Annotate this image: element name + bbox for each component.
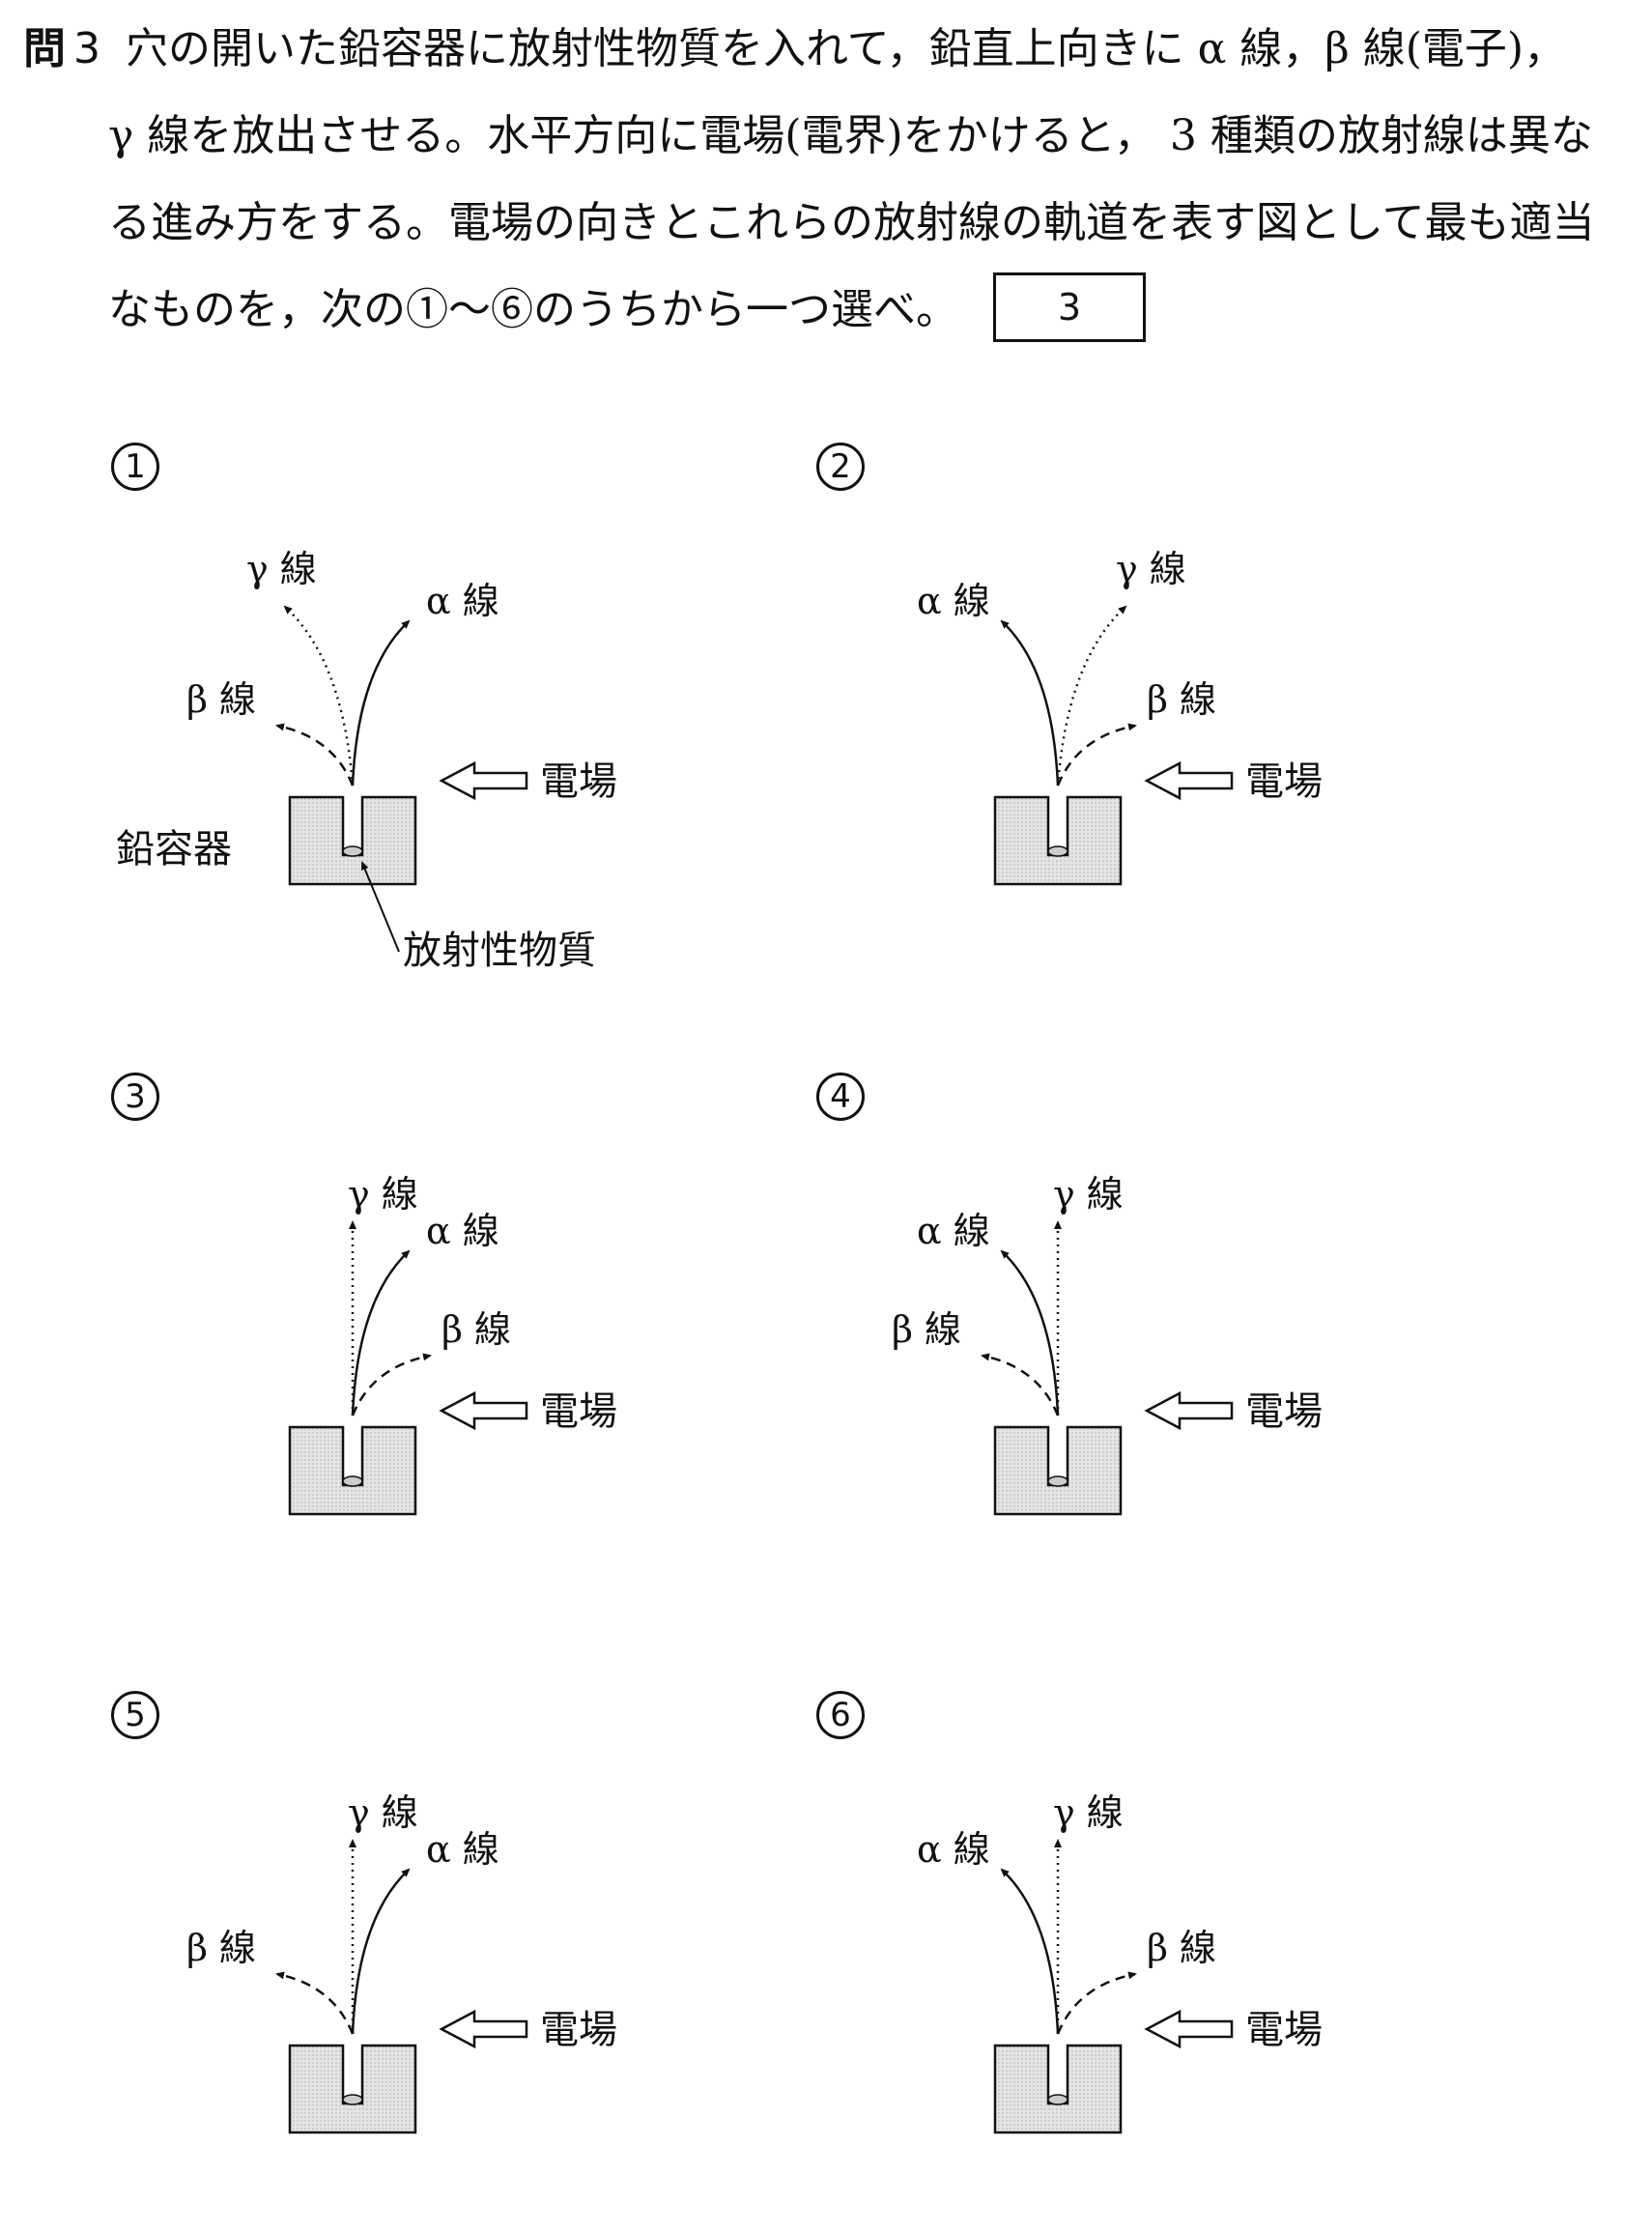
question-line-2: γ 線を放出させる。水平方向に電場(電界)をかけると， 3 種類の放射線は異な	[108, 111, 1593, 160]
field-label: 電場	[1245, 2008, 1323, 2052]
alpha-ray-path	[351, 1249, 411, 1416]
container-label: 鉛容器	[116, 827, 232, 872]
field-arrow	[1144, 1390, 1234, 1431]
beta-ray-path	[981, 1353, 1060, 1416]
field-arrow	[439, 1390, 528, 1431]
option-number: 2	[816, 443, 865, 491]
alpha-ray-path	[351, 619, 411, 787]
radioactive-substance	[342, 845, 363, 857]
field-label: 電場	[1245, 759, 1323, 804]
field-arrow	[1144, 2009, 1234, 2049]
radiation-diagram: γ 線α 線 β 線電場	[288, 1173, 617, 1516]
lead-container	[993, 2044, 1123, 2134]
lead-container	[288, 2044, 417, 2134]
alpha-ray-path	[1000, 1868, 1060, 2035]
option-6[interactable]: 6 γ 線 α 線 β 線電場	[816, 1691, 1493, 2232]
radioactive-substance	[1047, 1475, 1068, 1487]
option-4[interactable]: 4 γ 線 α 線 β 線電場	[816, 1073, 1493, 1614]
beta-ray-label: β 線	[892, 1308, 961, 1351]
beta-ray-path	[351, 1353, 432, 1416]
gamma-ray-path	[1056, 605, 1127, 787]
beta-ray-label: β 線	[1147, 1927, 1216, 1969]
field-label: 電場	[540, 1389, 617, 1434]
lead-container	[288, 795, 417, 886]
gamma-ray-path	[283, 605, 355, 787]
radioactive-substance	[342, 1475, 363, 1487]
radiation-diagram: γ 線 α 線 β 線電場	[917, 1791, 1323, 2134]
field-label: 電場	[1245, 1389, 1323, 1434]
option-number: 1	[111, 443, 159, 491]
gamma-ray-label: γ 線	[246, 548, 317, 590]
radioactive-substance	[1047, 845, 1068, 857]
question-line-4: なものを，次の①～⑥のうちから一つ選べ。 3	[23, 267, 1637, 354]
option-number: 3	[111, 1073, 159, 1121]
option-1[interactable]: 1 γ 線 α 線 β 線電場鉛容器放射性物質	[111, 443, 787, 984]
beta-ray-path	[1056, 1971, 1137, 2035]
question-line-4-text: なものを，次の①～⑥のうちから一つ選べ。	[108, 285, 958, 334]
gamma-ray-label: γ 線	[348, 1791, 418, 1834]
gamma-ray-label: γ 線	[1116, 548, 1186, 590]
beta-ray-path	[275, 1971, 355, 2035]
substance-label: 放射性物質	[403, 929, 596, 973]
radiation-diagram: γ 線 α 線 β 線電場	[892, 1173, 1323, 1516]
beta-ray-label: β 線	[186, 678, 256, 721]
gamma-ray-label: γ 線	[1053, 1173, 1124, 1216]
alpha-ray-path	[351, 1868, 411, 2035]
radioactive-substance	[1047, 2094, 1068, 2105]
alpha-ray-path	[1000, 1249, 1060, 1416]
radioactive-substance	[342, 2094, 363, 2105]
beta-ray-label: β 線	[441, 1308, 511, 1351]
alpha-ray-label: α 線	[917, 580, 990, 622]
option-number: 5	[111, 1691, 159, 1739]
alpha-ray-label: α 線	[426, 580, 499, 622]
beta-ray-label: β 線	[186, 1927, 256, 1969]
radiation-diagram: γ 線 α 線 β 線電場	[917, 548, 1323, 886]
beta-ray-path	[1056, 723, 1137, 787]
option-number: 4	[816, 1073, 865, 1121]
option-2[interactable]: 2 γ 線 α 線 β 線電場	[816, 443, 1493, 984]
lead-container	[993, 795, 1123, 886]
alpha-ray-label: α 線	[426, 1828, 499, 1871]
answer-box[interactable]: 3	[993, 272, 1146, 342]
alpha-ray-label: α 線	[917, 1828, 990, 1871]
field-arrow	[439, 2009, 528, 2049]
alpha-ray-label: α 線	[426, 1210, 499, 1252]
beta-ray-label: β 線	[1147, 678, 1216, 721]
substance-leader	[360, 861, 400, 953]
question-number: 3	[73, 24, 100, 73]
question-label: 問	[23, 24, 66, 73]
alpha-ray-path	[1000, 619, 1060, 787]
lead-container	[993, 1425, 1123, 1516]
gamma-ray-label: γ 線	[348, 1173, 418, 1216]
field-label: 電場	[540, 2008, 617, 2052]
field-arrow	[439, 760, 528, 801]
option-number: 6	[816, 1691, 865, 1739]
radiation-diagram: γ 線α 線 β 線電場	[186, 1791, 617, 2134]
question-line-1-text: 穴の開いた鉛容器に放射性物質を入れて，鉛直上向きに α 線，β 線(電子)，	[126, 24, 1567, 73]
question-line-3: る進み方をする。電場の向きとこれらの放射線の軌道を表す図として最も適当	[108, 198, 1595, 247]
field-label: 電場	[540, 759, 617, 804]
beta-ray-path	[275, 723, 355, 787]
lead-container	[288, 1425, 417, 1516]
gamma-ray-label: γ 線	[1053, 1791, 1124, 1834]
field-arrow	[1144, 760, 1234, 801]
alpha-ray-label: α 線	[917, 1210, 990, 1252]
